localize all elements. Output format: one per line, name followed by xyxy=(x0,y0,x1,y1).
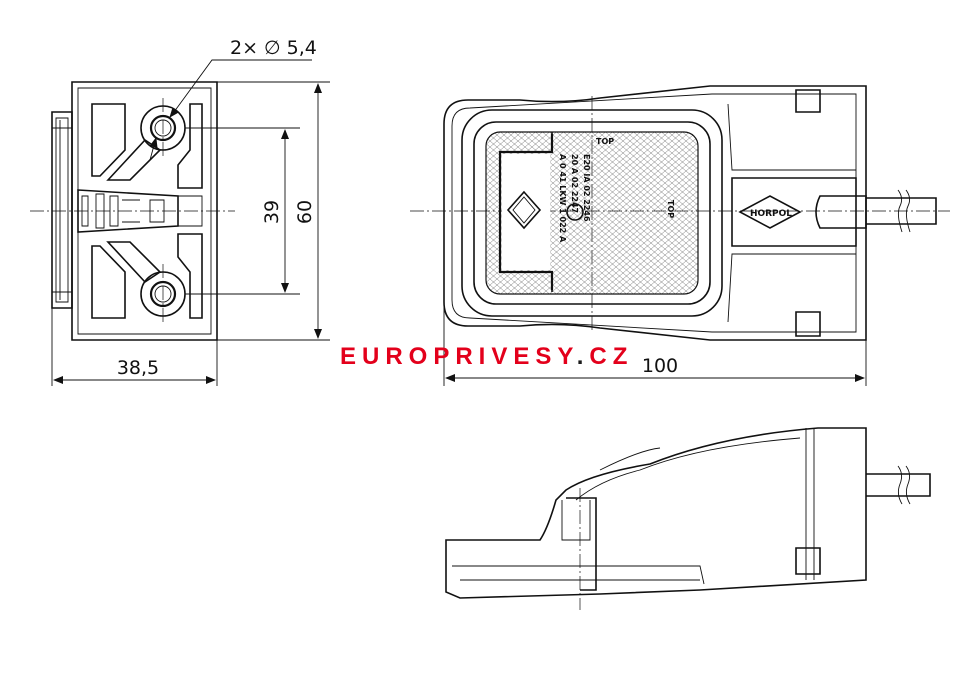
watermark-privesy: PRIVESY xyxy=(433,343,576,370)
end-view-window-upper-left xyxy=(91,103,126,177)
length-label: 100 xyxy=(642,355,678,377)
watermark-dot: . xyxy=(577,343,590,370)
top-view-housing xyxy=(443,85,867,341)
clip-bottom xyxy=(795,311,821,337)
watermark-tld: CZ xyxy=(589,343,633,370)
lens-frame-inner xyxy=(473,121,711,305)
width-label: 38,5 xyxy=(117,357,159,379)
end-view-window-lower-left xyxy=(91,245,126,319)
model-marking: A 0 41 LKW 1 022 A xyxy=(558,154,567,243)
horpol-lens-logo xyxy=(506,190,542,230)
approval-marking: 20 A 02 2247 xyxy=(570,154,579,213)
hole-spacing-label: 39 xyxy=(261,200,283,224)
top-view: E20 IA 02 2246 20 A 02 2247 A 0 41 LKW 1… xyxy=(410,85,950,386)
end-view-flange xyxy=(51,111,73,309)
cable-break-mark xyxy=(897,189,911,233)
top-label-side: TOP xyxy=(666,200,675,218)
e-mark-circle xyxy=(566,203,584,221)
hole-leader-line xyxy=(173,59,312,113)
side-view-clip-small xyxy=(795,547,821,575)
side-view-clip xyxy=(566,497,597,591)
certification-marking: E20 IA 02 2246 xyxy=(582,154,591,222)
side-view xyxy=(445,427,931,610)
horpol-stem-logo-shape xyxy=(738,195,802,229)
height-label: 60 xyxy=(294,200,316,224)
hole-diameter-label: 2× ∅ 5,4 xyxy=(230,37,317,59)
top-label-lens: TOP xyxy=(596,137,614,146)
watermark: EUROPRIVESY.CZ xyxy=(340,343,633,370)
cable-gland xyxy=(815,195,867,229)
side-view-cable xyxy=(866,473,931,497)
lens-frame-outer xyxy=(461,109,723,317)
watermark-euro: EURO xyxy=(340,343,433,370)
cable xyxy=(866,197,937,225)
horpol-stem-logo-text: HORPOL xyxy=(750,209,792,219)
side-view-housing xyxy=(445,427,867,599)
end-view xyxy=(30,59,330,386)
clip-top xyxy=(795,89,821,113)
